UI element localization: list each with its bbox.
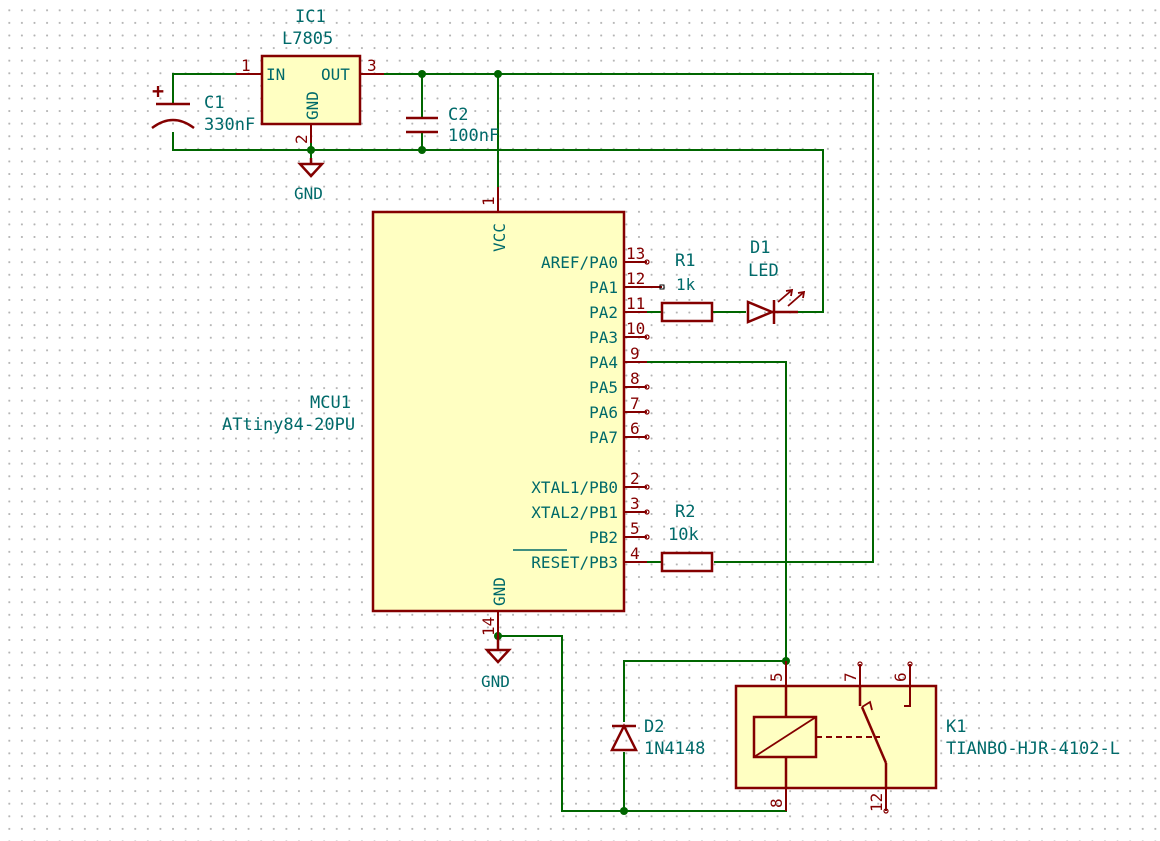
d1-led[interactable]: D1 LED [746,238,806,324]
mcu1-pin-pa6[interactable]: PA6 7 [589,394,650,422]
d1-ref: D1 [750,238,770,258]
mcu1-pin-pa2[interactable]: PA2 11 [589,294,647,322]
pin-name: PA7 [589,428,618,447]
ic1-pin-gnd: GND [303,91,322,120]
r1-value: 1k [676,275,696,294]
junction-dot [494,70,502,78]
wire-vin [172,73,236,104]
pin-number: 4 [630,544,640,563]
r2-ref: R2 [675,502,695,522]
c1-ref: C1 [204,93,224,113]
k1-pin-5: 5 [767,672,786,682]
k1-pin-7: 7 [841,672,860,682]
pin-name: PA4 [589,353,618,372]
c1-capacitor[interactable]: + C1 330nF [151,79,255,135]
d2-ref: D2 [644,717,664,737]
pin-name: XTAL2/PB1 [531,503,618,522]
wire-relay-d2-top [623,660,786,722]
mcu1-pin-pa0[interactable]: AREF/PA0 13 [541,244,650,272]
mcu1-vcc-label: VCC [490,223,509,252]
pin-name: PA5 [589,378,618,397]
wire-pa4-relay [647,361,787,686]
ic1-value: L7805 [282,29,333,49]
mcu1-pin-pb2[interactable]: PB2 5 [589,519,650,547]
r1-ref: R1 [675,251,695,271]
mcu1-pin-pa4[interactable]: PA4 9 [589,344,647,372]
pin-number: 7 [630,394,640,413]
gnd-symbol-top: GND [294,158,325,203]
pin-number: 9 [630,344,640,363]
c1-value: 330nF [204,115,255,135]
pin-name: PA1 [589,278,618,297]
ic1-ref: IC1 [295,7,326,27]
pin-name: PA2 [589,303,618,322]
mcu1-pin-pa3[interactable]: PA3 10 [589,319,650,347]
pin-number: 5 [630,519,640,538]
pin-name: PB2 [589,528,618,547]
junction-dot [307,146,315,154]
ic1-pin-in-num: 1 [241,56,251,75]
k1-value: TIANBO-HJR-4102-L [946,739,1120,759]
d1-value: LED [748,261,779,281]
mcu1-vcc-num: 1 [479,196,498,206]
junction-dot [418,70,426,78]
pin-name: RESET/PB3 [531,553,618,572]
ic1-pin-in: IN [266,65,285,84]
mcu1-ref: MCU1 [310,393,351,413]
r2-resistor[interactable]: R2 10k [660,502,714,573]
mcu1-pin-pb0[interactable]: XTAL1/PB0 2 [531,469,650,497]
pin-name: AREF/PA0 [541,253,618,272]
c2-capacitor[interactable]: C2 100nF [406,105,499,146]
pin-number: 11 [626,294,645,313]
junction-dot [620,807,628,815]
ic1-pin-gnd-num: 2 [292,134,311,144]
mcu1-pin-pa5[interactable]: PA5 8 [589,369,650,397]
ic1-pin-out-num: 3 [367,56,377,75]
junctions [307,70,790,815]
ic1-pin-out: OUT [321,65,350,84]
pin-number: 10 [626,319,645,338]
pin-number: 8 [630,369,640,388]
gnd-symbol-bottom: GND [481,636,512,691]
d2-diode[interactable]: D2 1N4148 [609,717,705,759]
mcu1-gnd-num: 14 [479,617,498,636]
k1-pin-8: 8 [767,798,786,808]
junction-dot [418,146,426,154]
pin-number: 3 [630,494,640,513]
mcu1-pin-pb1[interactable]: XTAL2/PB1 3 [531,494,650,522]
k1-relay[interactable]: 5 7 6 8 12 K1 TIANBO-HJR-4102-L [734,661,1120,814]
mcu1-pin-pa1[interactable]: PA1 12 [589,269,665,297]
mcu1-attiny84[interactable]: MCU1 ATtiny84-20PU VCC GND 1 14 [222,187,626,636]
pin-number: 2 [630,469,640,488]
pin-name: PA6 [589,403,618,422]
wire-5v-rail [384,73,874,563]
pin-number: 6 [630,419,640,438]
mcu1-pin-pa7[interactable]: PA7 6 [589,419,650,447]
mcu1-value: ATtiny84-20PU [222,415,355,435]
mcu1-pins: AREF/PA0 13 PA1 12 PA2 11 PA3 10 PA4 9 [531,244,665,572]
r2-value: 10k [668,525,699,545]
d2-value: 1N4148 [644,739,705,759]
mcu1-pin-pb3[interactable]: RESET/PB3 4 [531,544,647,572]
mcu1-gnd-label: GND [490,577,509,606]
c2-ref: C2 [448,105,468,125]
pin-number: 12 [626,269,645,288]
ic1-regulator[interactable]: IC1 L7805 IN OUT GND 1 3 2 [236,7,384,144]
k1-ref: K1 [946,717,966,737]
pin-number: 13 [626,244,645,263]
c2-value: 100nF [448,126,499,146]
k1-pin-12: 12 [867,793,886,812]
r1-resistor[interactable]: R1 1k [660,251,714,323]
wire-gnd-rail [172,132,824,313]
k1-pin-6: 6 [891,672,910,682]
gnd-label-top: GND [294,184,323,203]
c1-plus-sign: + [152,79,164,103]
pin-name: XTAL1/PB0 [531,478,618,497]
pin-name: PA3 [589,328,618,347]
gnd-label-bottom: GND [481,672,510,691]
